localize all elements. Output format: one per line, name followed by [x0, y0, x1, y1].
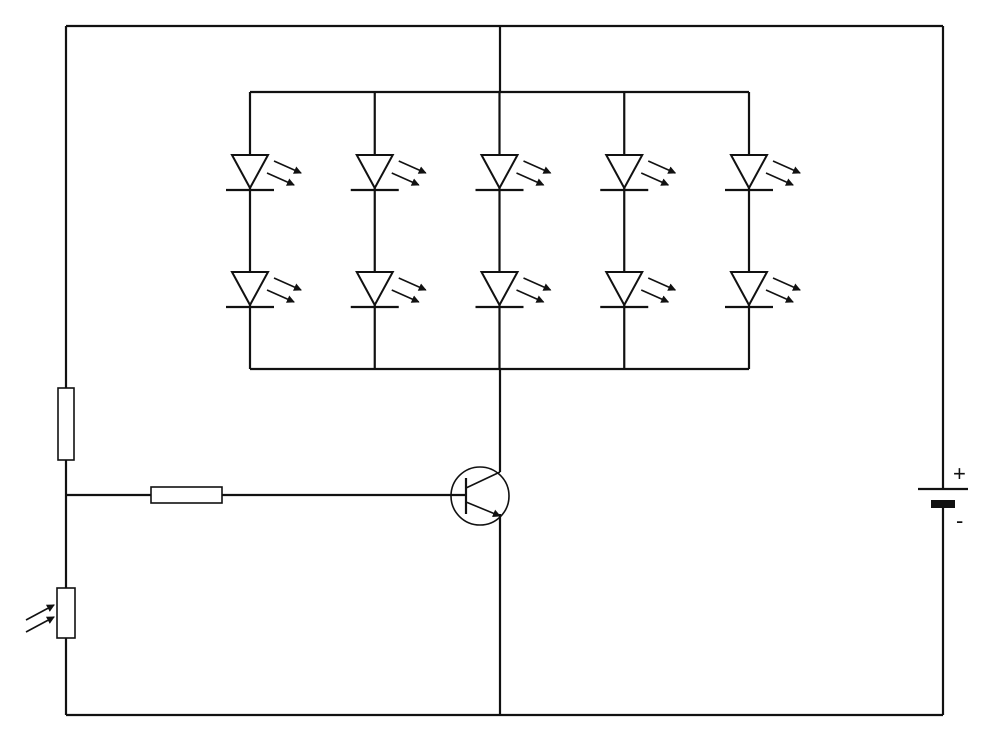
- led-array: [226, 90, 801, 371]
- light-emission-arrow-icon: [765, 289, 794, 303]
- led-column: [350, 92, 427, 369]
- led-icon: [725, 154, 801, 192]
- led-icon: [475, 154, 552, 192]
- light-emission-arrow-icon: [772, 277, 801, 291]
- light-emission-arrow-icon: [516, 172, 545, 186]
- led-column: [725, 92, 801, 369]
- battery-negative-plate: [931, 500, 955, 508]
- led-triangle: [355, 271, 395, 308]
- photoresistor: [25, 587, 76, 639]
- light-emission-arrow-icon: [765, 172, 794, 186]
- led-triangle: [729, 271, 769, 308]
- light-emission-arrow-icon: [523, 160, 552, 174]
- led-triangle: [230, 154, 270, 191]
- bias-resistor: [57, 387, 75, 461]
- led-column: [600, 92, 677, 369]
- led-icon: [350, 271, 427, 309]
- led-icon: [725, 271, 801, 309]
- led-triangle: [479, 271, 520, 308]
- battery-minus-label: -: [956, 508, 963, 533]
- led-icon: [350, 154, 427, 192]
- light-emission-arrow-icon: [640, 172, 670, 186]
- photoresistor-body: [56, 587, 76, 639]
- led-icon: [226, 154, 302, 192]
- light-emission-arrow-icon: [516, 289, 545, 303]
- battery-plus-label: +: [953, 461, 966, 486]
- led-icon: [600, 154, 677, 192]
- battery: + -: [918, 461, 968, 533]
- light-emission-arrow-icon: [273, 160, 302, 174]
- led-triangle: [479, 154, 520, 191]
- light-emission-arrow-icon: [398, 160, 427, 174]
- light-emission-arrow-icon: [266, 289, 295, 303]
- led-icon: [226, 271, 302, 309]
- light-emission-arrow-icon: [391, 172, 420, 186]
- transistor-body: [450, 466, 510, 526]
- transistor-emitter: [465, 501, 501, 518]
- light-emission-arrow-icon: [391, 289, 420, 303]
- light-emission-arrow-icon: [398, 277, 427, 291]
- led-column: [226, 92, 302, 369]
- light-emission-arrow-icon: [647, 277, 677, 291]
- led-icon: [600, 271, 677, 309]
- light-emission-arrow-icon: [647, 160, 677, 174]
- light-emission-arrow-icon: [523, 277, 552, 291]
- led-triangle: [355, 154, 395, 191]
- npn-transistor: [450, 466, 510, 526]
- light-emission-arrow-icon: [772, 160, 801, 174]
- outer-wiring: [64, 24, 945, 717]
- led-icon: [475, 271, 552, 309]
- light-arrow-icon: [25, 604, 55, 621]
- led-triangle: [604, 154, 644, 191]
- base-resistor: [150, 486, 223, 504]
- led-triangle: [230, 271, 270, 308]
- led-column: [475, 92, 552, 369]
- transistor-collector: [465, 471, 501, 489]
- light-arrow-icon: [25, 616, 55, 633]
- light-emission-arrow-icon: [640, 289, 670, 303]
- light-emission-arrow-icon: [266, 172, 295, 186]
- led-triangle: [729, 154, 769, 191]
- led-triangle: [604, 271, 644, 308]
- light-emission-arrow-icon: [273, 277, 302, 291]
